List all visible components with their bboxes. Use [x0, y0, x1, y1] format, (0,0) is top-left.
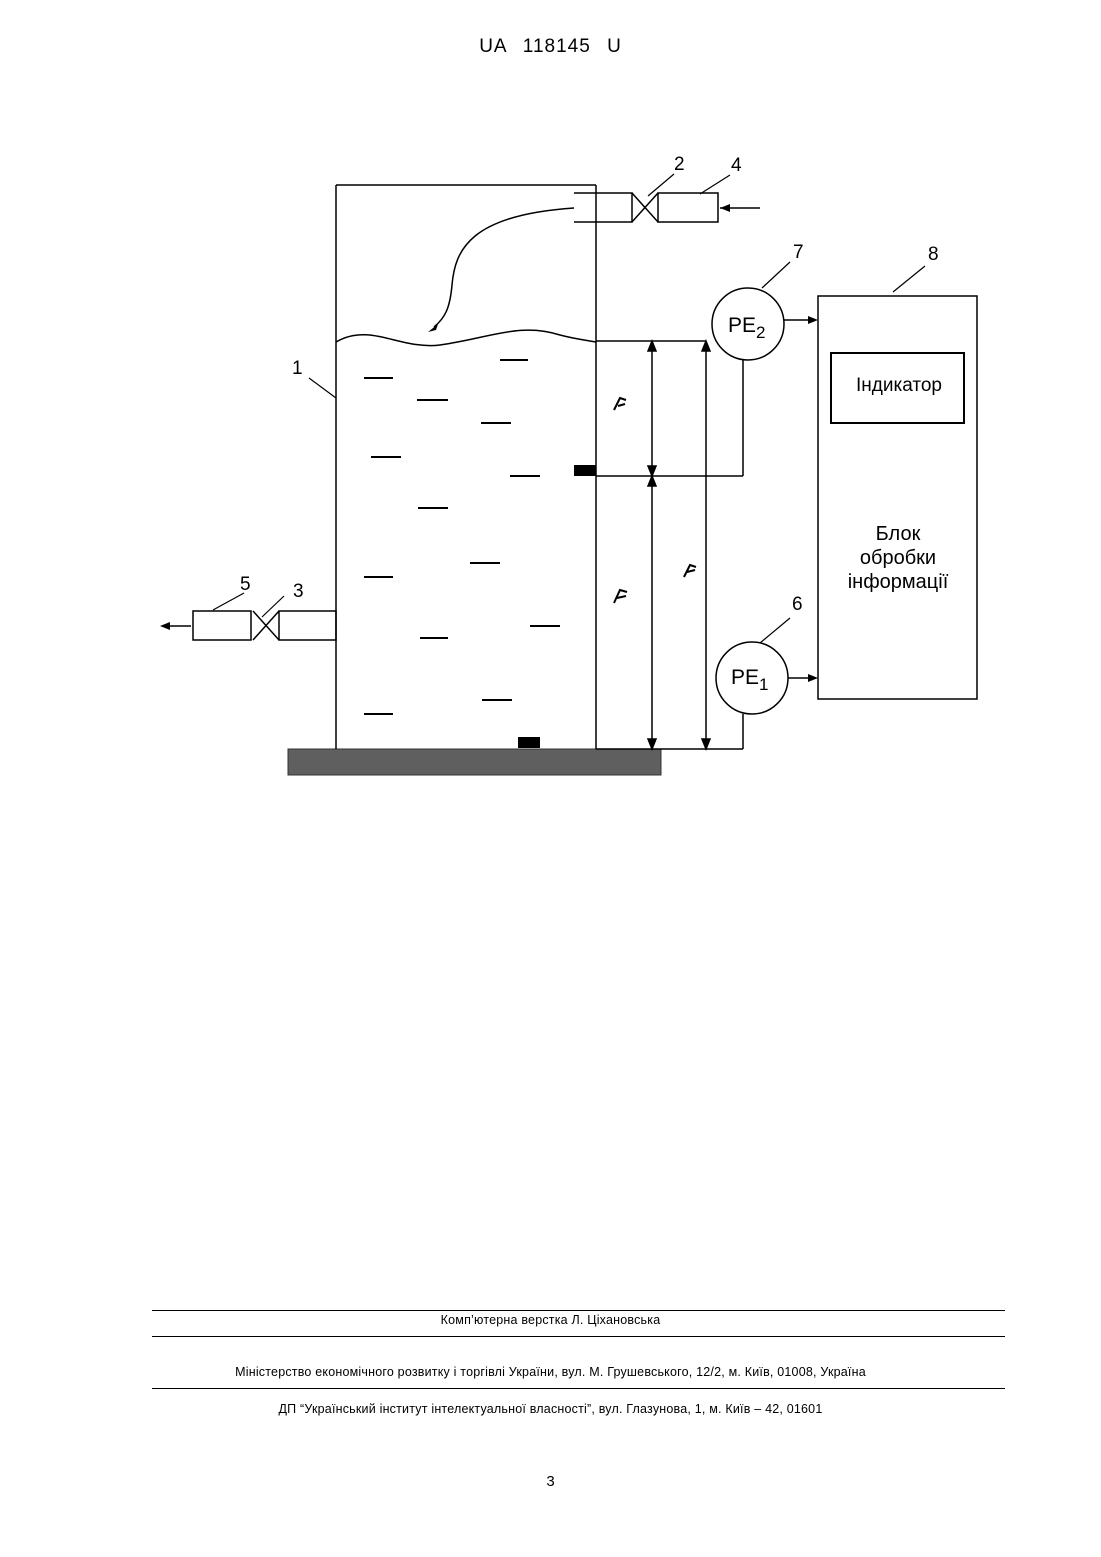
footer-institute: ДП “Український інститут інтелектуальної…: [0, 1402, 1101, 1416]
ref-label-4: 4: [731, 155, 742, 176]
footer-rule-3: [152, 1388, 1005, 1389]
footer-typesetting: Комп’ютерна верстка Л. Ціхановська: [0, 1313, 1101, 1327]
dimension-marks: [614, 398, 696, 603]
liquid-surface: [336, 330, 596, 346]
pe2-to-block-arrowhead: [808, 316, 818, 324]
outlet-assembly: [168, 611, 336, 640]
ref-label-3: 3: [293, 581, 304, 602]
sensor-bottom: [518, 737, 540, 748]
ref-label-2: 2: [674, 154, 685, 175]
ref-label-8: 8: [928, 244, 939, 265]
block-title-line-2: обробки: [860, 547, 936, 569]
block-title-line-3: інформації: [848, 571, 949, 593]
dimension-arrows: [648, 341, 710, 749]
patent-figure: PE2 PE1 Індикатор Блок обробки інформаці…: [0, 0, 1101, 800]
pe1-to-block-arrowhead: [808, 674, 818, 682]
footer-ministry: Міністерство економічного розвитку і тор…: [0, 1365, 1101, 1379]
ref-label-1: 1: [292, 358, 303, 379]
footer-rule-1: [152, 1310, 1005, 1311]
ref-label-5: 5: [240, 574, 251, 595]
page-number: 3: [0, 1473, 1101, 1490]
inlet-assembly: [574, 193, 760, 222]
outlet-arrowhead: [160, 622, 170, 630]
inlet-arrowhead: [720, 204, 730, 212]
inflow-jet: [434, 208, 574, 327]
block-title-line-1: Блок: [876, 523, 921, 545]
inflow-arrowhead: [428, 324, 438, 332]
ref-label-7: 7: [793, 242, 804, 263]
indicator-label: Індикатор: [856, 375, 942, 396]
ref-label-6: 6: [792, 594, 803, 615]
tank: [336, 185, 596, 749]
base-plate: [288, 749, 661, 775]
footer-rule-2: [152, 1336, 1005, 1337]
sensor-mid: [574, 465, 596, 476]
liquid-marks: [364, 360, 560, 714]
